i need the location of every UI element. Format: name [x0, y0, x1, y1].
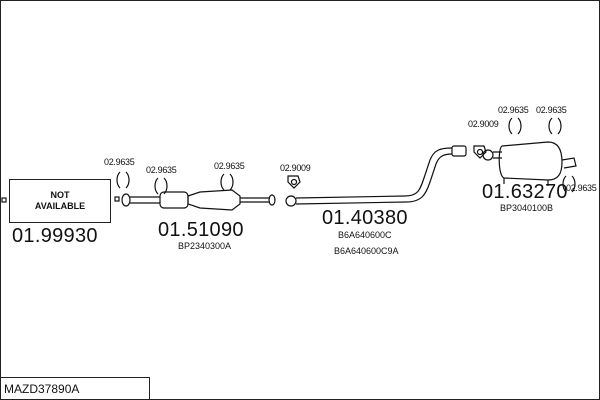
diagram-code: MAZD37890A	[4, 381, 80, 396]
part-oem-3b: B6A640600C9A	[334, 246, 399, 256]
accessory-ref-1[interactable]: 02.9635	[104, 157, 135, 167]
front-pipe-assembly[interactable]	[121, 189, 276, 211]
part-number-4[interactable]: 01.63270	[482, 181, 568, 203]
rear-silencer[interactable]	[482, 141, 577, 186]
intermediate-pipe[interactable]	[295, 145, 467, 205]
part-oem-3a: B6A640600C	[338, 230, 392, 240]
not-available-line2: AVAILABLE	[34, 201, 86, 211]
part-number-1[interactable]: 01.99930	[12, 225, 98, 247]
accessory-ref-5[interactable]: 02.9009	[468, 119, 499, 129]
accessory-ref-3[interactable]: 02.9635	[214, 161, 245, 171]
part-number-2[interactable]: 01.51090	[158, 219, 244, 241]
left-edge-marker	[1, 197, 7, 203]
accessory-ref-8[interactable]: 02.9635	[566, 183, 597, 193]
connector-marker	[114, 196, 120, 202]
accessory-hardware[interactable]	[116, 117, 576, 207]
not-available-line1: NOT	[50, 190, 70, 200]
accessory-ref-7[interactable]: 02.9635	[536, 105, 567, 115]
accessory-ref-2[interactable]: 02.9635	[146, 165, 177, 175]
accessory-ref-6[interactable]: 02.9635	[498, 105, 529, 115]
diagram-code-box: MAZD37890A	[0, 377, 150, 399]
part-oem-2: BP2340300A	[178, 241, 232, 251]
accessory-ref-4[interactable]: 02.9009	[280, 163, 311, 173]
not-available-box: NOT AVAILABLE	[9, 179, 111, 223]
part-number-3[interactable]: 01.40380	[322, 207, 408, 229]
part-oem-4: BP3040100B	[500, 203, 554, 213]
